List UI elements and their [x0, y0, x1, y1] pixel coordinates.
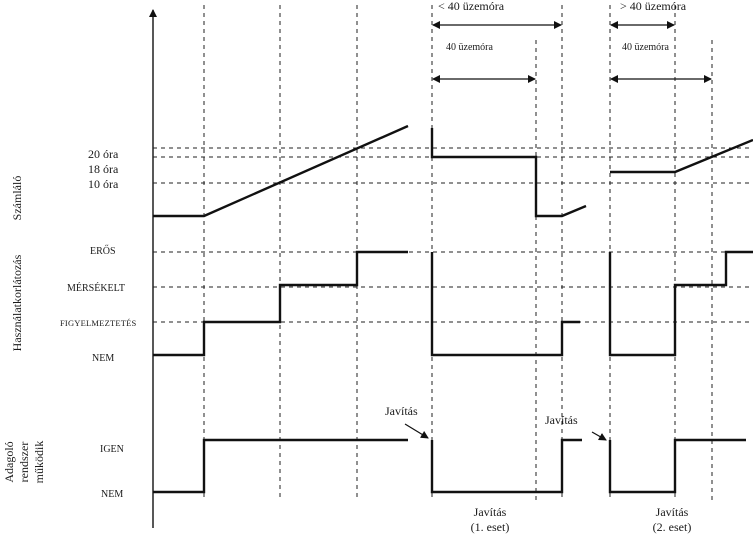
annotation-less-than-40: < 40 üzemóra	[438, 0, 505, 13]
level-lines	[153, 147, 753, 323]
axis-label-dosing-line3: működik	[32, 441, 46, 484]
restriction-segment	[608, 250, 753, 357]
dosing-level-nem: NEM	[101, 489, 123, 500]
repair-arrow-1	[404, 423, 429, 439]
axis-label-usage-restriction: Használatkorlátozás	[10, 254, 24, 351]
axis-label-dosing-line1: Adagoló	[2, 441, 16, 482]
counter-signal	[153, 124, 753, 218]
restriction-level-eros: ERŐS	[90, 245, 116, 257]
counter-level-20: 20 óra	[88, 147, 119, 161]
counter-level-10: 10 óra	[88, 177, 119, 191]
restriction-level-figyelmeztetes: FIGYELMEZTETÉS	[60, 318, 137, 328]
dosing-segment	[608, 438, 746, 494]
counter-segment	[610, 138, 753, 174]
dosing-level-igen: IGEN	[100, 444, 124, 455]
repair-label-1: Javítás	[385, 404, 418, 418]
case-1-label-line2: (1. eset)	[471, 520, 510, 534]
repair-label-2: Javítás	[545, 413, 578, 427]
top-annotations: < 40 üzemóra 40 üzemóra > 40 üzemóra 40 …	[432, 0, 712, 83]
restriction-segment	[430, 252, 580, 357]
counter-segment	[153, 124, 409, 218]
counter-level-18: 18 óra	[88, 162, 119, 176]
annotation-greater-than-40: > 40 üzemóra	[620, 0, 687, 13]
restriction-signal	[153, 250, 753, 357]
counter-segment	[430, 128, 587, 218]
time-markers	[203, 5, 713, 500]
dosing-signal	[153, 438, 746, 494]
axis-label-counter: Számláló	[10, 176, 24, 221]
annotation-span-2: 40 üzemóra	[622, 42, 669, 53]
case-2-label-line2: (2. eset)	[653, 520, 692, 534]
annotation-span-1: 40 üzemóra	[446, 42, 493, 53]
repair-arrow-2	[591, 431, 607, 441]
case-2-label-line1: Javítás	[656, 505, 689, 519]
dosing-segment	[153, 438, 408, 494]
restriction-segment	[153, 250, 408, 357]
case-1-label-line1: Javítás	[474, 505, 507, 519]
restriction-level-merseklet: MÉRSÉKELT	[67, 282, 125, 294]
dosing-segment	[430, 438, 582, 494]
axis-label-dosing-line2: rendszer	[17, 442, 31, 483]
restriction-level-nem: NEM	[92, 353, 114, 364]
